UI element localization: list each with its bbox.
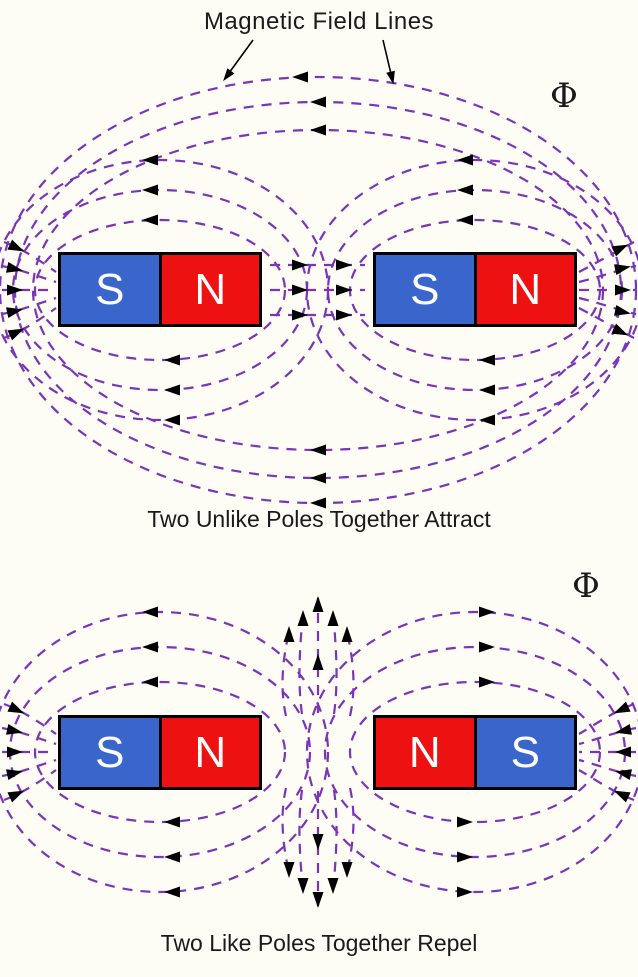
south-pole: S — [61, 718, 159, 787]
figure-title: Magnetic Field Lines — [203, 8, 435, 35]
pole-label: N — [194, 727, 227, 777]
north-pole: N — [158, 255, 259, 324]
repel-caption: Two Like Poles Together Repel — [160, 930, 478, 956]
pole-label: S — [510, 727, 540, 777]
north-pole: N — [473, 255, 574, 324]
flux-symbol-bottom: Φ — [572, 566, 600, 606]
flux-symbol-top: Φ — [550, 76, 578, 116]
pole-label: S — [95, 727, 125, 777]
pole-label: S — [95, 264, 125, 314]
bottom-right-magnet: N S — [373, 715, 577, 790]
south-pole: S — [61, 255, 159, 324]
bottom-field-lines — [0, 598, 638, 906]
attract-caption: Two Unlike Poles Together Attract — [147, 506, 491, 532]
title-pointer-arrows — [219, 39, 398, 86]
pole-label: S — [410, 264, 440, 314]
north-pole: N — [158, 718, 259, 787]
north-pole: N — [376, 718, 474, 787]
south-pole: S — [376, 255, 474, 324]
pole-label: N — [194, 264, 227, 314]
top-right-magnet: S N — [373, 252, 577, 327]
top-left-magnet: S N — [58, 252, 262, 327]
south-pole: S — [473, 718, 574, 787]
bottom-left-magnet: S N — [58, 715, 262, 790]
pole-label: N — [509, 264, 542, 314]
pole-label: N — [408, 727, 441, 777]
